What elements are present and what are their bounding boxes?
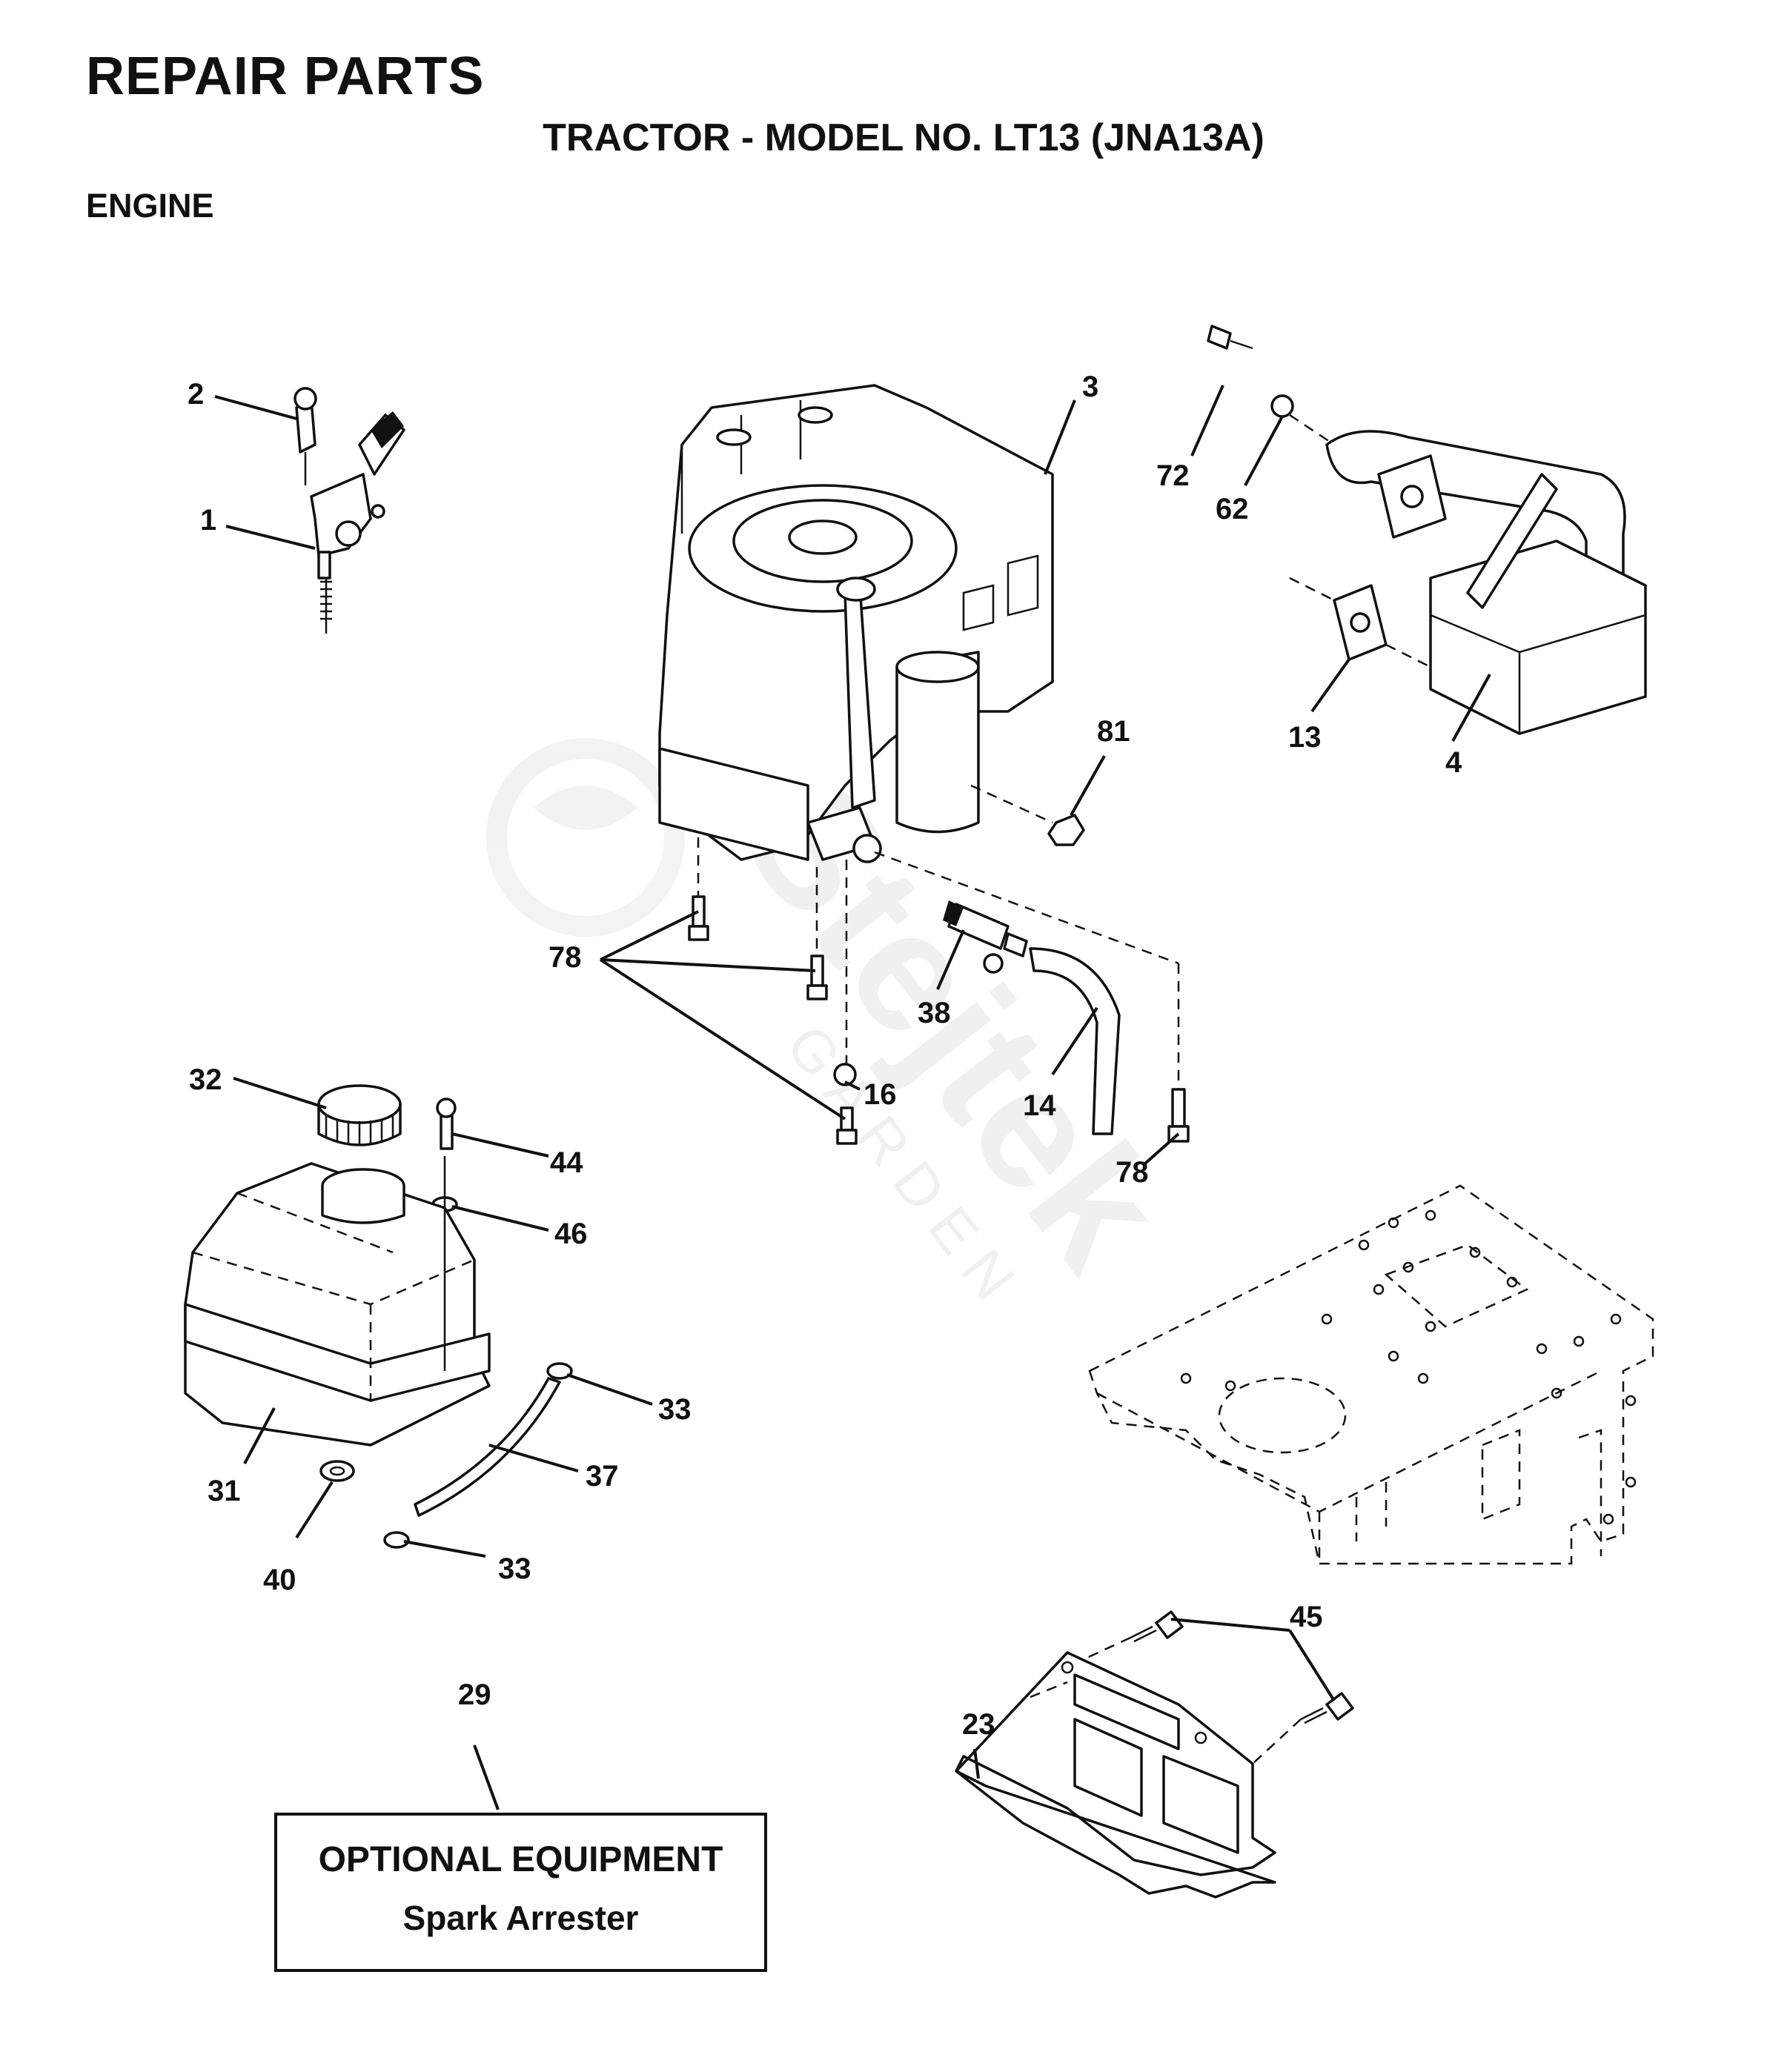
callout-62: 62 <box>1216 493 1249 525</box>
callout-37: 37 <box>586 1460 619 1492</box>
watermark-logo-icon <box>486 738 685 937</box>
callout-1: 1 <box>200 504 216 537</box>
callout-3: 3 <box>1082 371 1098 403</box>
nut-part <box>1047 814 1085 846</box>
fuel-cap-part <box>317 1084 402 1146</box>
callout-38: 38 <box>918 997 951 1029</box>
callout-72: 72 <box>1156 459 1190 492</box>
optional-equipment-title: OPTIONAL EQUIPMENT <box>318 1840 723 1879</box>
callout-81: 81 <box>1097 715 1130 748</box>
callout-2: 2 <box>188 378 204 411</box>
callout-78-engine: 78 <box>548 941 582 974</box>
page-title: REPAIR PARTS <box>86 47 485 106</box>
bracket-part <box>955 1610 1354 1899</box>
engine-part <box>658 384 1054 863</box>
callout-32: 32 <box>189 1063 222 1096</box>
callout-33-bottom: 33 <box>498 1553 531 1585</box>
callout-78-hose: 78 <box>1116 1156 1149 1189</box>
fuel-tank-part <box>184 1156 491 1447</box>
callout-45: 45 <box>1290 1601 1323 1633</box>
optional-equipment-box: OPTIONAL EQUIPMENT Spark Arrester <box>274 1813 767 1972</box>
callout-44: 44 <box>550 1146 583 1179</box>
model-subtitle: TRACTOR - MODEL NO. LT13 (JNA13A) <box>543 116 1264 159</box>
callout-46: 46 <box>554 1218 588 1250</box>
callout-labels: 2 1 3 72 62 13 4 81 78 38 14 16 78 32 44… <box>188 371 1462 1741</box>
callout-29: 29 <box>458 1678 491 1711</box>
fuel-line-part <box>319 1362 573 1549</box>
throttle-control-part <box>294 387 405 634</box>
optional-equipment-item: Spark Arrester <box>402 1899 639 1937</box>
fuel-valve-part <box>943 900 1121 1135</box>
callout-23: 23 <box>962 1708 995 1741</box>
section-label: ENGINE <box>86 187 214 225</box>
muffler-part <box>1207 325 1647 735</box>
callout-33-top: 33 <box>658 1393 692 1426</box>
callout-13: 13 <box>1288 721 1322 754</box>
callout-14: 14 <box>1023 1089 1056 1122</box>
callout-40: 40 <box>263 1564 296 1596</box>
callout-4: 4 <box>1445 746 1462 779</box>
leader-lines <box>214 385 1491 1810</box>
tractor-frame-part <box>1088 1184 1654 1565</box>
callout-31: 31 <box>208 1475 241 1507</box>
callout-16: 16 <box>864 1078 897 1111</box>
